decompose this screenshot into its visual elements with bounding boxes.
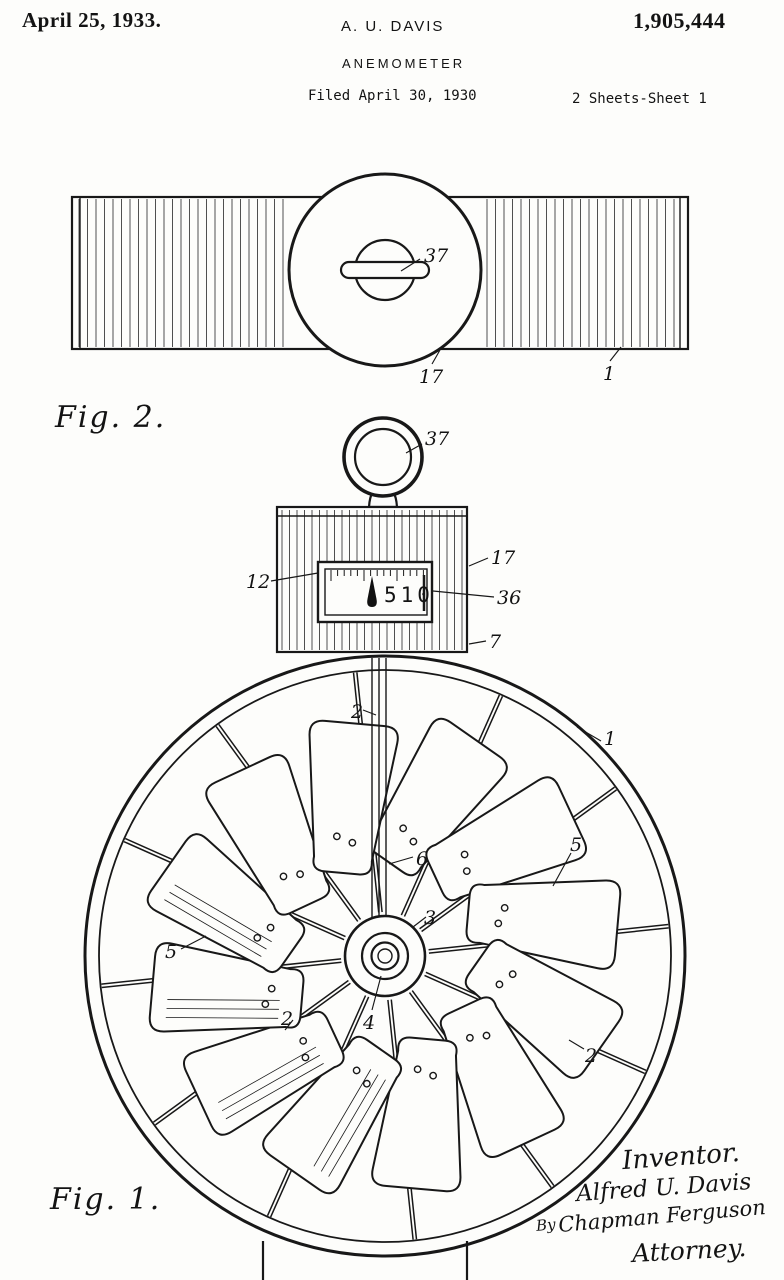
ref-fig1-37: 37 xyxy=(425,428,450,450)
ref-fig1-2-right: 2 xyxy=(585,1045,598,1067)
ref-fig1-1: 1 xyxy=(604,728,617,750)
fig1-drawing xyxy=(83,416,687,1280)
by-label: By xyxy=(535,1215,557,1235)
dial-reading: 510 xyxy=(384,583,434,607)
sheet-line: 2 Sheets-Sheet 1 xyxy=(572,91,707,107)
ref-fig1-36: 36 xyxy=(497,587,522,609)
ref-fig1-12: 12 xyxy=(246,571,271,593)
ref-fig1-17: 17 xyxy=(491,547,516,569)
ring-inner xyxy=(353,427,413,487)
wheel-hub xyxy=(343,914,427,998)
wheel-blades xyxy=(146,717,624,1195)
dial-window-inner xyxy=(324,568,428,616)
dial-scale-ticks xyxy=(330,570,424,581)
ref-fig2-17: 17 xyxy=(419,366,444,388)
fig2-band-hatch xyxy=(78,199,675,347)
fig2-caption: Fig. 2. xyxy=(55,400,167,435)
patent-number: 1,905,444 xyxy=(633,8,726,33)
rim-outer xyxy=(83,654,687,1258)
support-column xyxy=(371,658,387,918)
filed-line: Filed April 30, 1930 xyxy=(308,88,477,104)
leader-lines xyxy=(180,258,622,1050)
patent-date: April 25, 1933. xyxy=(22,8,162,32)
ref-fig1-2-left: 2 xyxy=(281,1008,294,1030)
fig2-handle xyxy=(339,260,431,280)
ref-fig1-7: 7 xyxy=(489,631,502,653)
fig2-drawing xyxy=(70,172,690,368)
ref-fig1-4: 4 xyxy=(363,1012,376,1034)
ref-fig1-3: 3 xyxy=(424,907,437,929)
rim-inner xyxy=(98,669,672,1243)
attorney-label: Attorney. xyxy=(631,1233,748,1268)
ref-fig1-2-top: 2 xyxy=(351,701,364,723)
ref-fig1-5-left: 5 xyxy=(165,941,178,963)
fig1-caption: Fig. 1. xyxy=(50,1182,162,1217)
ref-fig2-1: 1 xyxy=(603,363,616,385)
ref-fig1-5-right: 5 xyxy=(570,834,583,856)
ref-fig2-37: 37 xyxy=(424,245,449,267)
ref-fig1-6: 6 xyxy=(416,848,429,870)
inventor-header: A. U. DAVIS xyxy=(341,18,445,35)
invention-title: ANEMOMETER xyxy=(342,56,466,71)
dial-pointer xyxy=(367,576,377,607)
